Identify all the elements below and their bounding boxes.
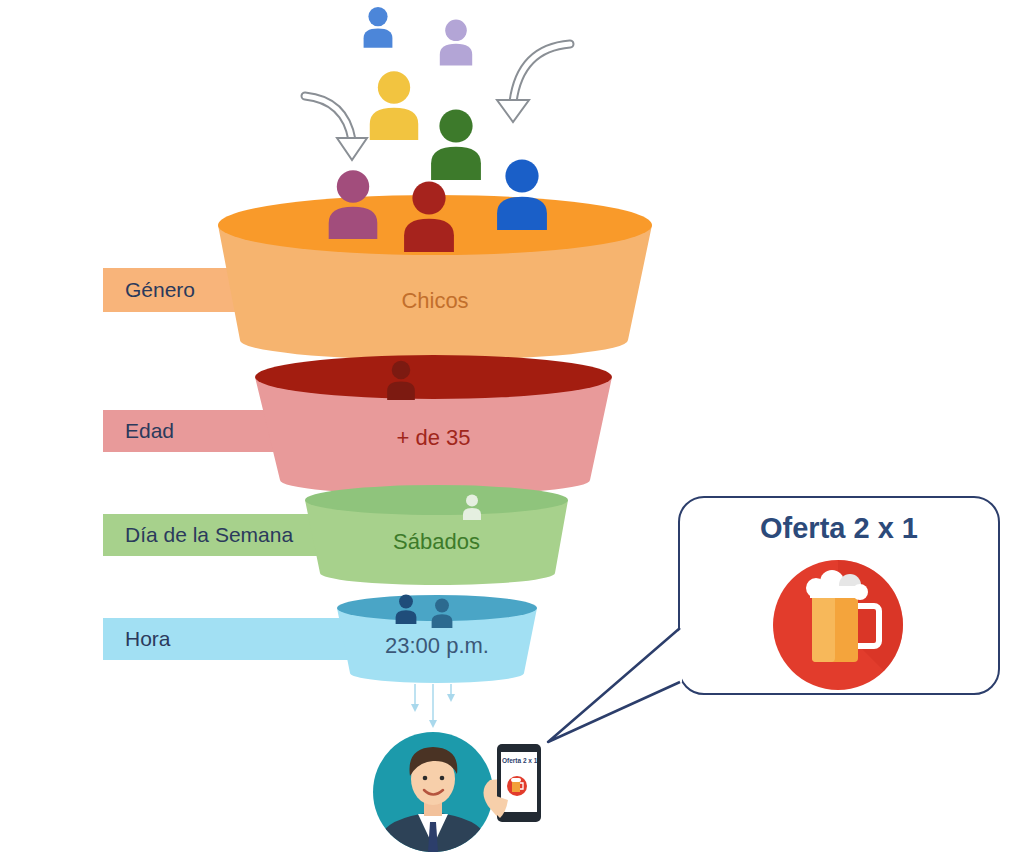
funnel-band: + de 35 <box>255 355 612 495</box>
filter-label: Género <box>103 268 243 312</box>
filter-label: Día de la Semana <box>103 514 333 556</box>
offer-callout: Oferta 2 x 1 <box>678 496 1000 695</box>
filter-label: Edad <box>103 410 283 452</box>
output-arrows <box>411 684 455 728</box>
incoming-arrow <box>305 96 352 140</box>
incoming-arrowhead <box>337 138 367 160</box>
funnel-band: 23:00 p.m. <box>337 595 537 683</box>
callout-tail <box>548 628 682 742</box>
incoming-arrowhead <box>497 100 529 122</box>
funnel-rim <box>218 195 652 255</box>
people-icons <box>329 7 547 628</box>
filter-value: Chicos <box>218 288 652 314</box>
filter-name: Hora <box>125 627 171 651</box>
funnel-rim <box>255 355 612 399</box>
filter-name: Género <box>125 278 195 302</box>
funnel-rim <box>337 595 537 621</box>
filter-value: Sábados <box>305 529 568 555</box>
offer-title: Oferta 2 x 1 <box>680 512 998 545</box>
incoming-arrow <box>513 44 570 102</box>
filter-value: + de 35 <box>255 425 612 451</box>
user-avatar <box>373 732 541 868</box>
filter-name: Edad <box>125 419 174 443</box>
funnel-shape <box>218 195 652 360</box>
funnel-rim <box>305 485 568 515</box>
incoming-arrow <box>513 44 570 102</box>
funnel-band: Sábados <box>305 485 568 585</box>
filter-label: Hora <box>103 618 353 660</box>
filter-value: 23:00 p.m. <box>337 633 537 659</box>
beer-icon <box>773 560 903 690</box>
incoming-arrow <box>305 96 352 140</box>
filter-name: Día de la Semana <box>125 523 293 547</box>
funnel-band: Chicos <box>218 195 652 360</box>
